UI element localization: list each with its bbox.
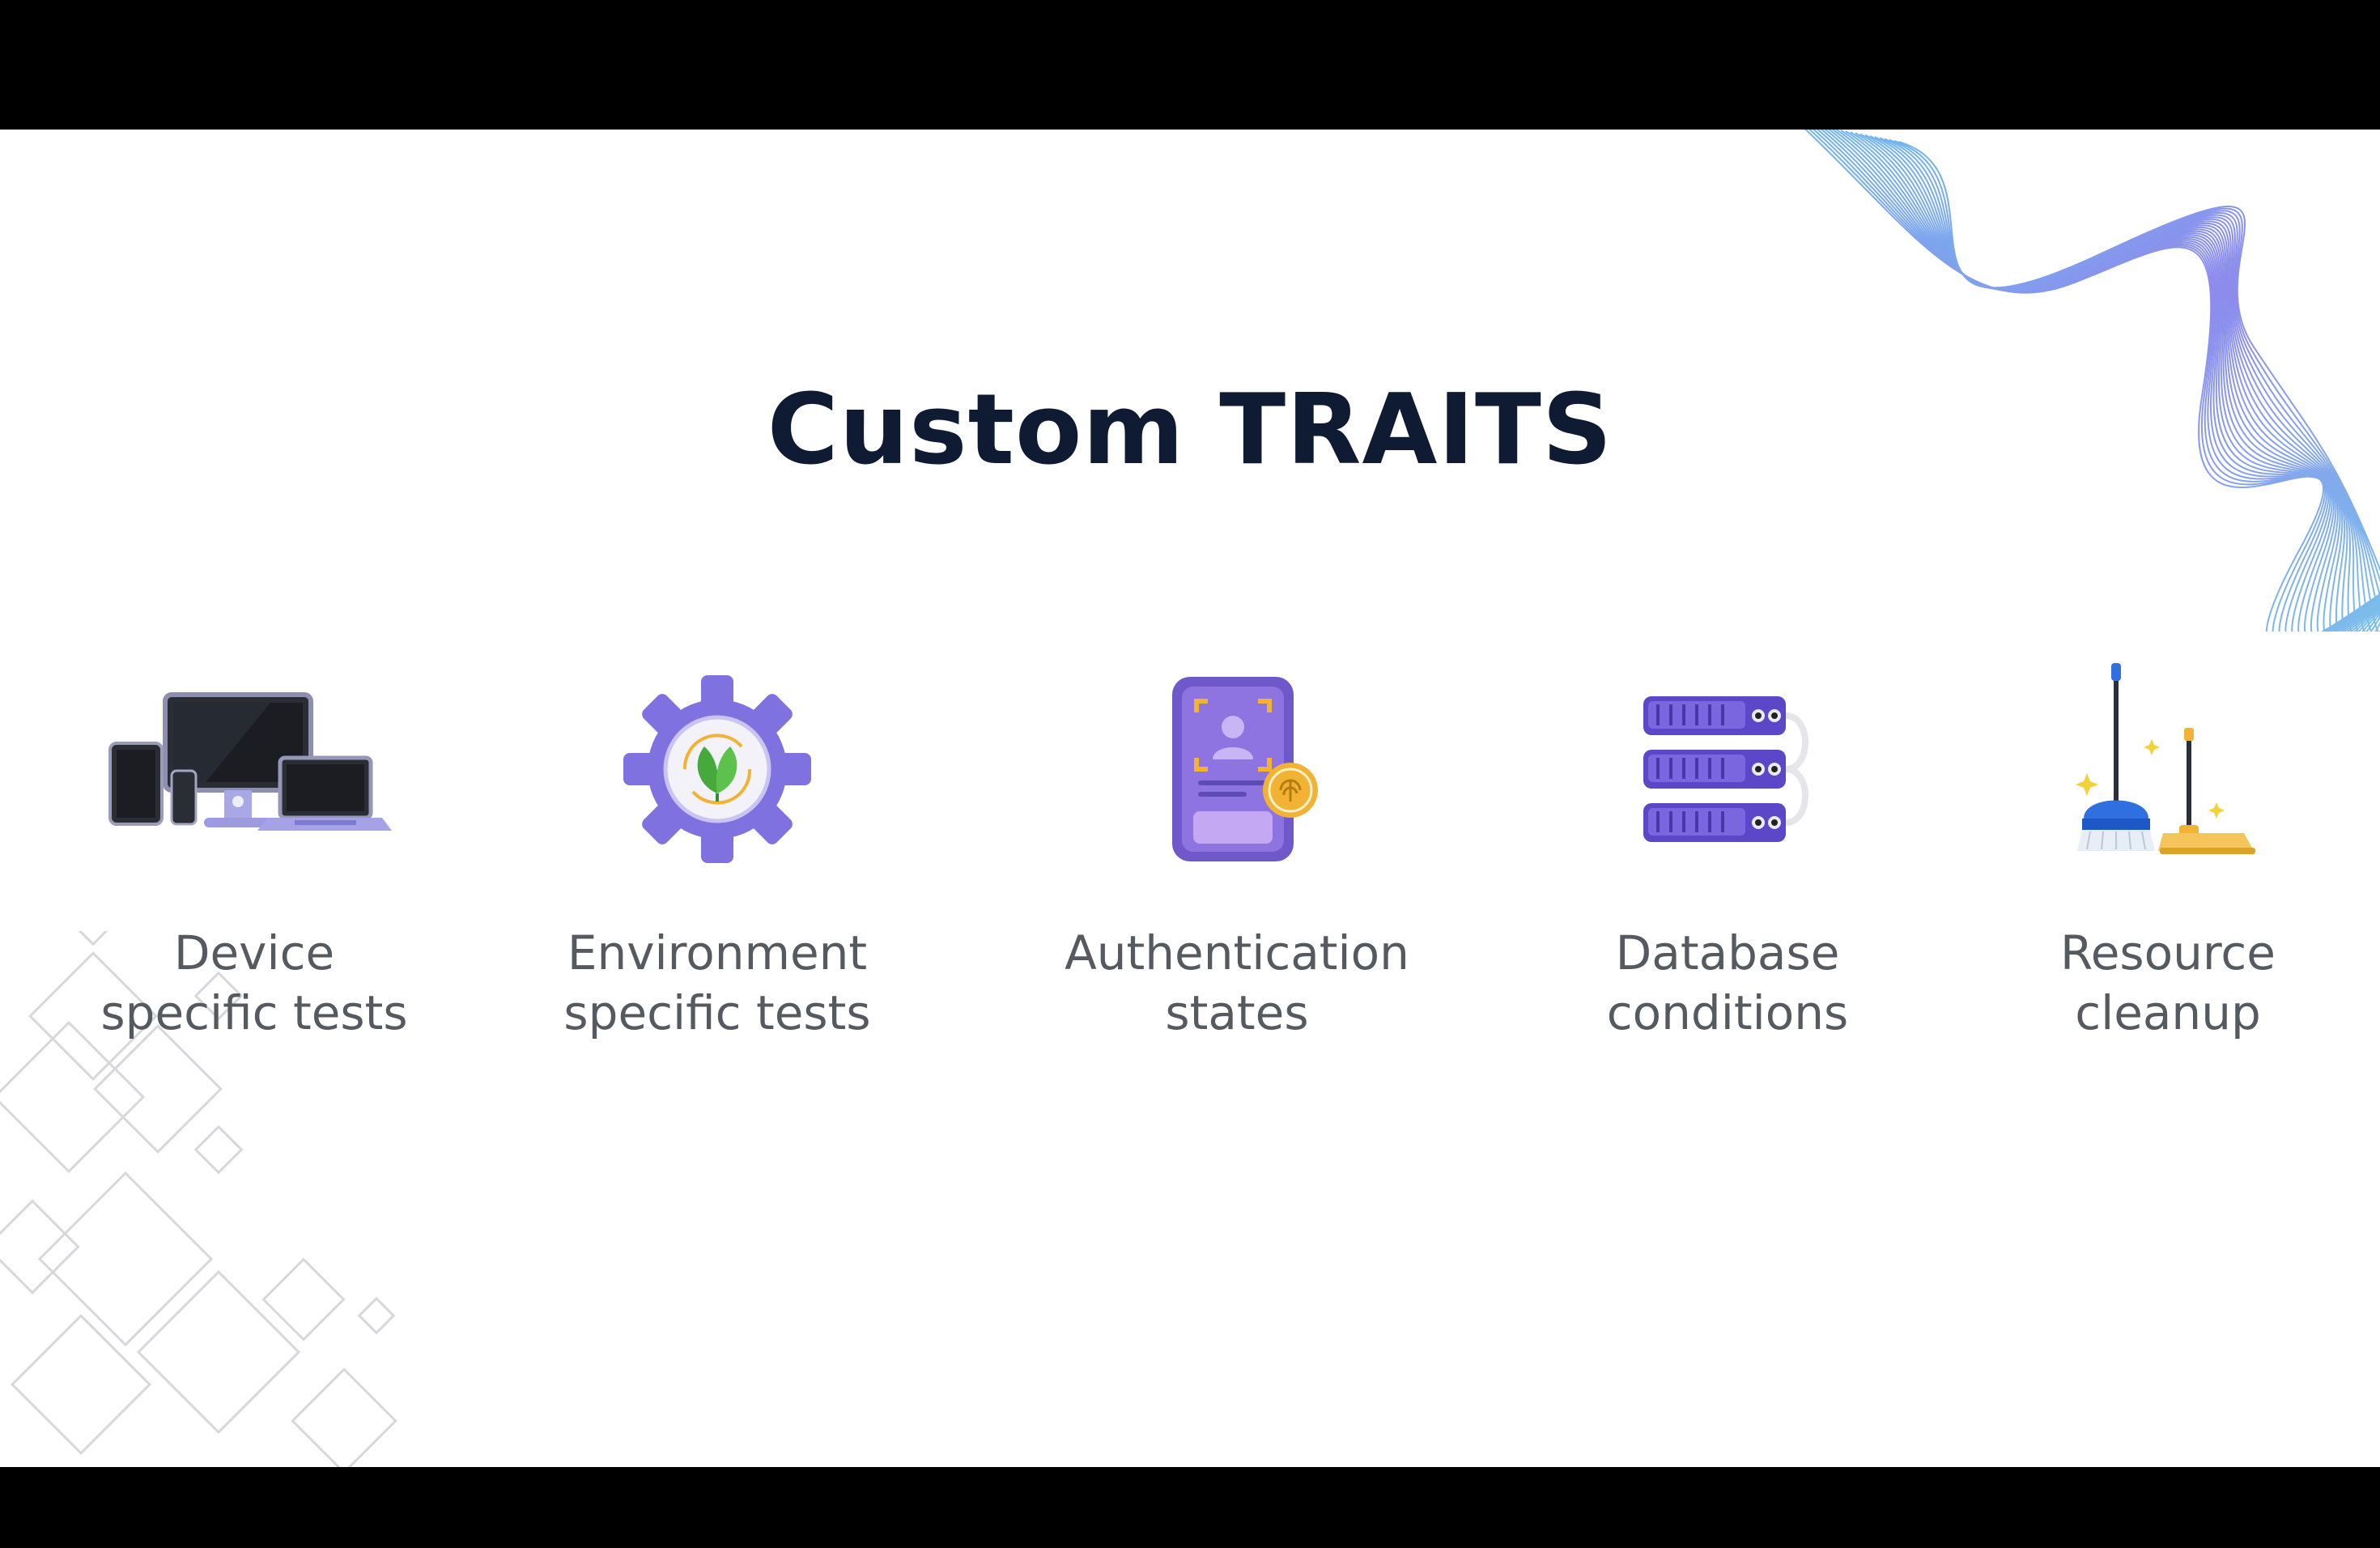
database-servers-icon (1501, 648, 1954, 891)
fingerprint-id-icon (1010, 648, 1464, 891)
gear-leaf-icon (491, 648, 944, 891)
trait-label: Authentication states (1065, 925, 1409, 1040)
diamond-pattern-decoration (0, 931, 397, 1467)
trait-resource-cleanup: Resource cleanup (1941, 648, 2380, 1043)
trait-label: Resource cleanup (2060, 925, 2276, 1040)
trait-label: Environment specific tests (563, 925, 871, 1040)
mop-broom-icon (1941, 648, 2380, 891)
devices-icon (28, 648, 481, 891)
letterbox-bottom (0, 1467, 2380, 1548)
slide: Custom TRAITS (0, 130, 2380, 1467)
trait-label: Database conditions (1606, 925, 1849, 1040)
trait-authentication-states: Authentication states (1010, 648, 1464, 1043)
trait-database-conditions: Database conditions (1501, 648, 1954, 1043)
trait-label: Device specific tests (100, 925, 408, 1040)
trait-environment-specific-tests: Environment specific tests (491, 648, 944, 1043)
letterbox-top (0, 0, 2380, 130)
wave-lines-decoration (1804, 130, 2380, 632)
slide-title: Custom TRAITS (767, 374, 1613, 487)
trait-device-specific-tests: Device specific tests (28, 648, 481, 1043)
